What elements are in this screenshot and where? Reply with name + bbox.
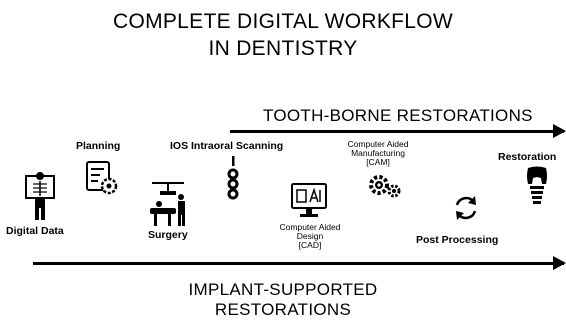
step-planning-label: Planning [76,140,121,152]
page-title-line2: IN DENTISTRY [208,37,358,60]
intraoral-scanner-icon [227,156,239,200]
dental-implant-icon [527,166,547,204]
implant-supported-label-line2: RESTORATIONS [214,300,352,319]
page-title: COMPLETE DIGITAL WORKFLOW [112,10,454,33]
tooth-borne-label: TOOTH-BORNE RESTORATIONS [263,106,533,125]
step-ios-label: IOS Intraoral Scanning [170,140,284,152]
step-cad-label-2: Design [296,231,324,241]
step-digital-data-label: Digital Data [6,225,64,237]
surgery-icon [150,182,185,226]
step-cad-label-1: Computer Aided [279,222,341,232]
step-cam-label-1: Computer Aided [347,139,409,149]
step-cad-label-3: [CAD] [298,240,322,250]
step-cam-label-3: [CAM] [366,157,390,167]
implant-supported-label: IMPLANT-SUPPORTED [188,280,378,299]
computer-design-icon [291,183,327,217]
step-cam-label-2: Manufacturing [351,148,405,158]
step-restoration-label: Restoration [498,151,557,163]
step-surgery-label: Surgery [148,229,188,241]
xray-person-icon [25,172,55,220]
document-gear-icon [86,161,118,195]
implant-supported-arrow [33,256,566,270]
refresh-icon [455,196,477,220]
step-post-processing-label: Post Processing [416,234,499,246]
tooth-borne-arrow [230,124,566,138]
gears-icon [369,175,401,198]
